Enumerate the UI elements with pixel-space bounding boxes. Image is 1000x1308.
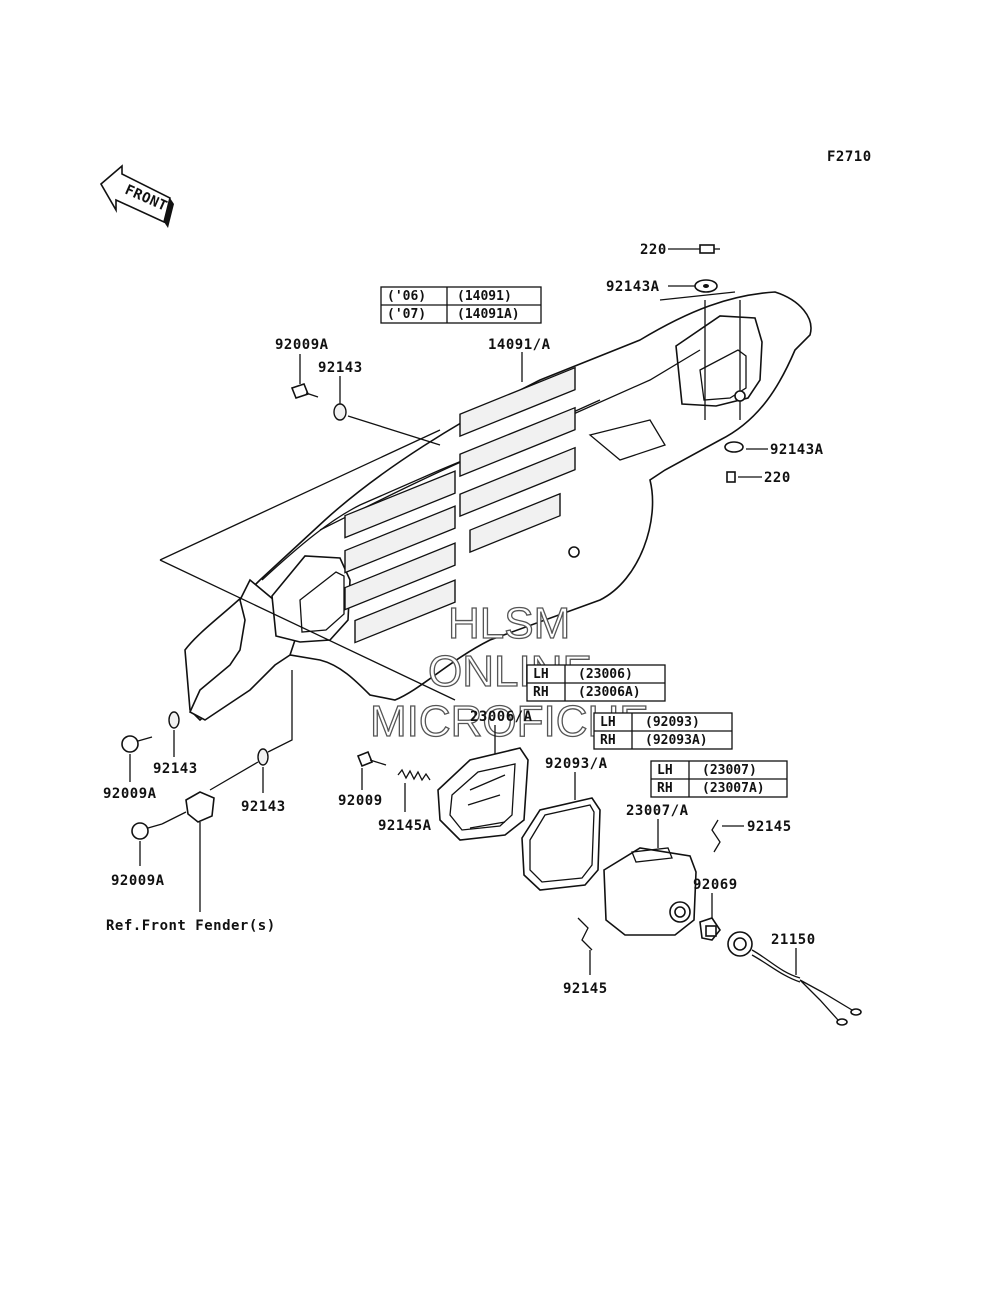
label-92009A-bottom: 92009A [111,873,165,889]
grommet-92143A-top [668,279,718,293]
bolt-92009A-bottom [131,811,187,840]
washer-92143-mid [257,748,269,766]
label-92145A: 92145A [378,818,432,834]
ref-front-fender: Ref.Front Fender(s) [106,918,276,934]
cover-year-06: ('06) [387,289,426,304]
housing-part-rh: (23006A) [578,685,641,700]
bulb-92069 [699,917,721,941]
socket-harness-21150 [727,931,862,1026]
headlamp-part-rh: (23007A) [702,781,765,796]
label-92143-top: 92143 [318,360,363,376]
label-92093: 92093/A [545,756,608,772]
label-92143-left: 92143 [153,761,198,777]
bolt-92009A-top [290,383,319,399]
label-21150: 21150 [771,932,816,948]
label-92009A-left: 92009A [103,786,157,802]
gasket-side-rh: RH [600,733,616,748]
headlamp-side-lh: LH [657,763,673,778]
headlight-cover-14091 [159,291,812,722]
front-arrow-icon: FRONT [99,164,174,228]
label-92145-bottom: 92145 [563,981,608,997]
housing-side-lh: LH [533,667,549,682]
label-92145-right: 92145 [747,819,792,835]
label-92009: 92009 [338,793,383,809]
spring-92145A [397,768,431,782]
bolt-92009A-left [121,735,153,753]
label-23007: 23007/A [626,803,689,819]
cover-year-07: ('07) [387,307,426,322]
headlamp-part-lh: (23007) [702,763,757,778]
label-92069: 92069 [693,877,738,893]
bracket [185,791,215,912]
headlamp-side-rh: RH [657,781,673,796]
cover-part-06: (14091) [457,289,512,304]
headlight-housing-23006 [437,747,529,841]
washer-92143-left [168,711,180,729]
label-92143A-right: 92143A [770,442,824,458]
bolt-220-right [726,471,762,483]
label-220-top: 220 [640,242,667,258]
label-92009A-top: 92009A [275,337,329,353]
washer-92143-top [333,403,347,421]
gasket-part-rh: (92093A) [645,733,708,748]
gasket-side-lh: LH [600,715,616,730]
gasket-part-lh: (92093) [645,715,700,730]
watermark-line1: HLSM [448,599,570,648]
cover-variant-table: ('06) (14091) ('07) (14091A) [380,286,542,324]
housing-variant-table: LH (23006) RH (23006A) [526,664,666,702]
housing-side-rh: RH [533,685,549,700]
label-92143-mid: 92143 [241,799,286,815]
clip-92145-right [711,819,744,853]
label-220-right: 220 [764,470,791,486]
gasket-variant-table: LH (92093) RH (92093A) [593,712,733,750]
grille-slats [344,366,576,644]
watermark: HLSM ONLINE MICROFICHE [369,598,649,746]
headlamp-unit-23007 [603,847,697,936]
grommet-92143A-right [724,441,768,453]
bolt-92009 [356,750,387,768]
label-92143A-top: 92143A [606,279,660,295]
clip-92145-bottom [577,917,593,975]
headlamp-variant-table: LH (23007) RH (23007A) [650,760,788,798]
gasket-92093 [521,797,601,891]
cover-part-07: (14091A) [457,307,520,322]
housing-part-lh: (23006) [578,667,633,682]
bolt-220-top [668,244,720,254]
label-23006: 23006/A [470,709,533,725]
label-14091: 14091/A [488,337,551,353]
diagram-code: F2710 [827,149,872,165]
